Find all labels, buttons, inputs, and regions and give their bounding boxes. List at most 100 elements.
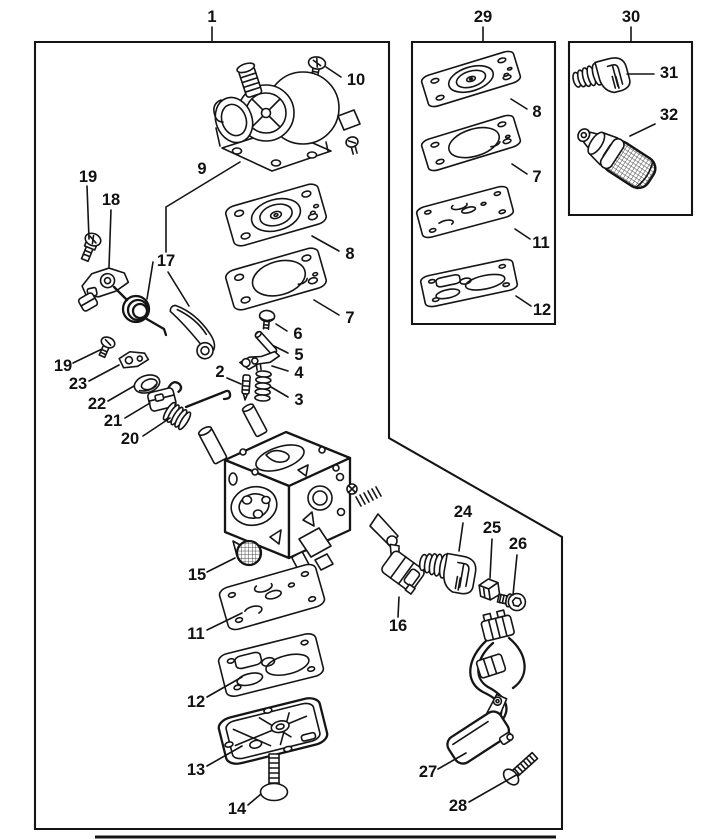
leader-line-part-23-16 bbox=[89, 365, 119, 381]
part-number-12-22[interactable]: 12 bbox=[187, 693, 205, 711]
part-number-8-5[interactable]: 8 bbox=[345, 245, 354, 263]
inlet-screen-illustration[interactable] bbox=[237, 541, 261, 565]
leader-line-part-11-33 bbox=[515, 229, 530, 239]
part-number-11-21[interactable]: 11 bbox=[187, 625, 204, 643]
pump-cover-screw-illustration[interactable] bbox=[261, 754, 288, 801]
part-number-6-7[interactable]: 6 bbox=[293, 325, 302, 343]
metering-gasket-illustration[interactable] bbox=[224, 246, 328, 312]
kit-pump-gasket-illustration[interactable] bbox=[420, 258, 518, 308]
leader-line-part-12-22 bbox=[207, 677, 242, 697]
mounting-screw-illustration[interactable] bbox=[501, 749, 541, 788]
kit-pump-diaphragm-illustration[interactable] bbox=[416, 185, 515, 239]
part-number-7-32[interactable]: 7 bbox=[532, 168, 541, 186]
leader-line-part-11-21 bbox=[207, 613, 242, 630]
rewind-spring-illustration[interactable] bbox=[114, 287, 166, 335]
part-number-20-19[interactable]: 20 bbox=[121, 430, 139, 448]
part-number-18-13[interactable]: 18 bbox=[102, 191, 120, 209]
leader-line-part-14-24 bbox=[248, 794, 261, 805]
part-number-31-35[interactable]: 31 bbox=[660, 64, 678, 82]
pump-diaphragm-illustration[interactable] bbox=[218, 562, 326, 631]
part-number-21-18[interactable]: 21 bbox=[104, 412, 122, 430]
leader-line-part-15-20 bbox=[207, 558, 235, 572]
part-number-19-12[interactable]: 19 bbox=[79, 168, 97, 186]
part-number-2-11[interactable]: 2 bbox=[215, 363, 224, 381]
carburetor-body-illustration[interactable] bbox=[197, 403, 398, 581]
part-number-28-30[interactable]: 28 bbox=[449, 797, 467, 815]
part-number-5-8[interactable]: 5 bbox=[294, 346, 303, 364]
leader-line-part-4-9 bbox=[272, 366, 288, 371]
part-number-15-20[interactable]: 15 bbox=[188, 566, 206, 584]
part-number-16-25[interactable]: 16 bbox=[389, 617, 407, 635]
inlet-needle-illustration[interactable] bbox=[242, 375, 251, 400]
part-number-29-1[interactable]: 29 bbox=[474, 8, 492, 26]
leader-line-part-7-32 bbox=[512, 164, 527, 174]
choke-lever-illustration[interactable] bbox=[78, 265, 130, 312]
choke-screw-mid-illustration[interactable] bbox=[96, 335, 117, 359]
fuel-filter-illustration[interactable] bbox=[570, 118, 660, 192]
part-number-32-36[interactable]: 32 bbox=[660, 106, 678, 124]
bracket-clip-illustration[interactable] bbox=[374, 541, 430, 594]
screw-6-illustration[interactable] bbox=[258, 310, 275, 330]
frame-boxes bbox=[35, 42, 692, 837]
leader-line-part-24-26 bbox=[459, 523, 463, 551]
kit-metering-diaphragm-illustration[interactable] bbox=[420, 50, 521, 109]
part-number-12-34[interactable]: 12 bbox=[533, 301, 551, 319]
part-number-19-15[interactable]: 19 bbox=[54, 357, 72, 375]
part-number-9-4[interactable]: 9 bbox=[197, 160, 206, 178]
leader-line-part-32-36 bbox=[630, 124, 655, 136]
leader-line-part-22-17 bbox=[108, 386, 134, 401]
part-number-26-28[interactable]: 26 bbox=[509, 535, 527, 553]
leader-line-part-20-19 bbox=[143, 418, 170, 436]
socket-screw-illustration[interactable] bbox=[497, 590, 527, 612]
square-nut-illustration[interactable] bbox=[478, 578, 500, 601]
metering-spring-illustration[interactable] bbox=[255, 371, 272, 402]
leader-line-part-28-30 bbox=[469, 774, 518, 802]
pump-gasket-illustration[interactable] bbox=[217, 632, 325, 698]
part-number-11-33[interactable]: 11 bbox=[532, 234, 549, 252]
kit-metering-gasket-illustration[interactable] bbox=[420, 114, 521, 173]
choke-screw-upper-illustration[interactable] bbox=[77, 231, 102, 263]
part-number-23-16[interactable]: 23 bbox=[69, 375, 87, 393]
part-number-25-27[interactable]: 25 bbox=[483, 519, 501, 537]
part-illustrations bbox=[77, 50, 660, 801]
part-number-3-10[interactable]: 3 bbox=[294, 391, 303, 409]
throttle-lever-illustration[interactable] bbox=[160, 301, 224, 362]
swivel-illustration[interactable] bbox=[118, 348, 149, 370]
elbow-connector-illustration[interactable] bbox=[416, 549, 478, 595]
leader-line-part-26-28 bbox=[513, 555, 517, 595]
part-number-24-26[interactable]: 24 bbox=[454, 503, 473, 521]
leader-line-part-6-7 bbox=[276, 324, 287, 331]
leader-line-part-27-29 bbox=[438, 753, 466, 769]
kit-elbow-connector-illustration[interactable] bbox=[570, 55, 631, 102]
part-number-10-3[interactable]: 10 bbox=[347, 71, 365, 89]
leader-line-part-19-15 bbox=[73, 349, 102, 363]
carburetor-end-cover-illustration[interactable] bbox=[209, 61, 361, 171]
metering-lever-illustration[interactable] bbox=[239, 351, 281, 372]
leader-line-part-7-6 bbox=[314, 300, 339, 315]
part-number-7-6[interactable]: 7 bbox=[345, 309, 354, 327]
part-number-4-9[interactable]: 4 bbox=[294, 364, 304, 382]
leader-line-part-12-34 bbox=[516, 296, 531, 306]
part-number-22-17[interactable]: 22 bbox=[88, 395, 106, 413]
part-number-1-0[interactable]: 1 bbox=[207, 8, 216, 26]
part-number-30-2[interactable]: 30 bbox=[622, 8, 640, 26]
leader-line-part-8-31 bbox=[511, 99, 527, 109]
leader-line-part-9-4 bbox=[166, 162, 240, 252]
gasket-diaphragm-kit-box bbox=[412, 42, 555, 324]
part-number-13-23[interactable]: 13 bbox=[187, 761, 205, 779]
pump-cover-illustration[interactable] bbox=[217, 696, 329, 767]
leader-line-part-21-18 bbox=[125, 403, 150, 418]
part-number-14-24[interactable]: 14 bbox=[228, 800, 247, 818]
metering-diaphragm-illustration[interactable] bbox=[224, 182, 328, 248]
part-number-17-14[interactable]: 17 bbox=[157, 252, 175, 270]
leader-line-part-17-14 bbox=[147, 262, 153, 299]
solenoid-harness-illustration[interactable] bbox=[438, 609, 527, 771]
part-number-27-29[interactable]: 27 bbox=[419, 763, 437, 781]
leader-line-part-19-12 bbox=[87, 186, 89, 239]
leader-line-part-10-3 bbox=[326, 67, 341, 77]
part-number-8-31[interactable]: 8 bbox=[532, 103, 541, 121]
filter-kit-box bbox=[569, 42, 692, 215]
leader-line-part-13-23 bbox=[207, 746, 242, 766]
